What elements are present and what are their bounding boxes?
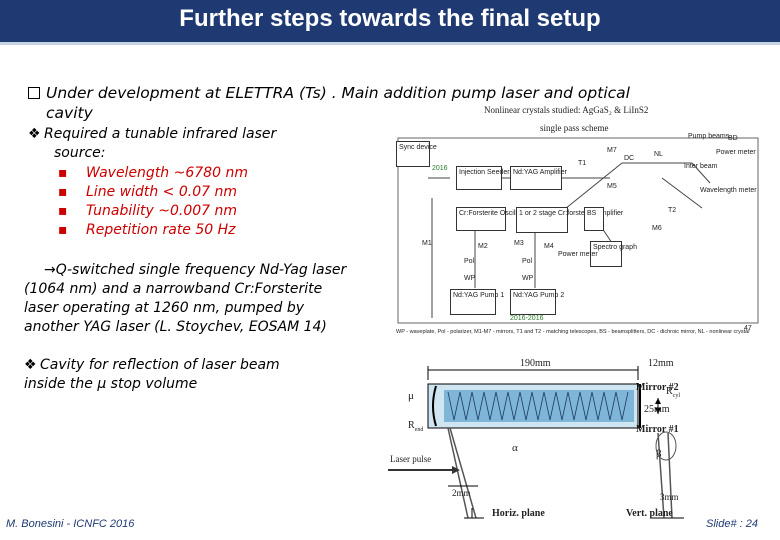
wavelength-meter-label: Wavelength meter	[700, 187, 757, 194]
ndyag-amplifier-box: Nd:YAG Amplifier	[510, 166, 567, 190]
laser-text-line: laser operating at 1260 nm, pumped by	[24, 300, 304, 316]
requirement-item: ▪Tunability ~0.007 nm	[58, 203, 238, 219]
main-bullet: Under development at ELETTRA (Ts) . Main…	[28, 84, 630, 102]
crf-oscillator-box: Cr:Forsterite Oscillator	[456, 207, 529, 231]
sub-bullet-1: ❖Required a tunable infrared laser	[28, 126, 277, 142]
power-meter-label: Power meter	[558, 251, 598, 258]
requirement-item: ▪Line width < 0.07 nm	[58, 184, 237, 200]
dim-3-label: 3mm	[660, 492, 679, 502]
laser-text-line: (1064 nm) and a narrowband Cr:Forsterite	[24, 281, 323, 297]
slide-title: Further steps towards the final setup	[179, 5, 601, 32]
laser-setup-figure: Nonlinear crystals studied: AgGaS₂ & LiI…	[392, 103, 766, 346]
sub-bullet-2-cont: inside the μ stop volume	[24, 376, 198, 392]
square-small-icon: ▪	[58, 203, 68, 219]
m3-label: M3	[514, 240, 524, 247]
rcyl-label: Rcyl	[666, 386, 681, 399]
pol-label: Pol	[464, 258, 475, 265]
pump-beams-label: Pump beams	[688, 133, 730, 140]
t2-label: T2	[668, 207, 677, 214]
horiz-plane-label: Horiz. plane	[492, 508, 545, 519]
footer-slide-number: Slide# : 24	[706, 518, 758, 530]
laser-text-line: another YAG laser (L. Stoychev, EOSAM 14…	[24, 319, 327, 335]
inter-beam-label: Inter beam	[684, 163, 718, 170]
requirement-item: ▪Wavelength ~6780 nm	[58, 165, 248, 181]
laser-text-line: →Q-switched single frequency Nd-Yag lase…	[44, 262, 347, 278]
sub-bullet-1-cont: source:	[54, 145, 106, 161]
dim-12-label: 12mm	[648, 358, 674, 369]
mirror2-label: Mirror #2	[636, 382, 679, 393]
m7-label: M7	[607, 147, 617, 154]
square-small-icon: ▪	[58, 222, 68, 238]
power-meter-right-label: Power meter	[716, 149, 756, 156]
m6-label: M6	[652, 225, 662, 232]
mirror1-label: Mirror #1	[636, 424, 679, 435]
dim-190-label: 190mm	[520, 358, 551, 369]
pol-label: Pol	[522, 258, 533, 265]
square-small-icon: ▪	[58, 165, 68, 181]
dim-25-label: 25mm	[644, 404, 670, 415]
m2-label: M2	[478, 243, 488, 250]
bs-box: BS	[584, 207, 604, 231]
footer-author: M. Bonesini - ICNFC 2016	[6, 518, 135, 530]
dc-label: DC	[624, 155, 635, 162]
cavity-schematic	[388, 366, 684, 519]
years-label: 2016-2016	[510, 315, 544, 322]
laser-pulse-label: Laser pulse	[390, 454, 432, 464]
diamond-bullet-icon: ❖	[28, 126, 41, 142]
spectrograph-box: Spectro graph	[590, 241, 637, 267]
sub-bullet-2: ❖Cavity for reflection of laser beam	[24, 357, 280, 373]
injection-seeder-box: Injection Seeder	[456, 166, 510, 190]
title-bar: Further steps towards the final setup	[0, 0, 780, 45]
sync-device-box: Sync device	[396, 141, 437, 167]
square-small-icon: ▪	[58, 184, 68, 200]
m1-label: M1	[422, 240, 432, 247]
cavity-figure: 190mm 12mm Mirror #2 Mirror #1 Rcyl 25mm…	[388, 358, 692, 526]
figure-page-number: 47	[744, 325, 752, 332]
beta-label: β	[656, 448, 662, 460]
square-bullet-icon	[28, 87, 40, 99]
wp-label: WP	[522, 275, 534, 282]
wp-label: WP	[464, 275, 476, 282]
m4-label: M4	[544, 243, 554, 250]
alpha-label: α	[512, 442, 518, 454]
bd-label: BD	[728, 135, 738, 142]
year-label: 2016	[432, 165, 448, 172]
figure-legend: WP - waveplate, Pol - polarizer, M1-M7 -…	[396, 329, 750, 335]
vert-plane-label: Vert. plane	[626, 508, 673, 519]
figure-caption-2: single pass scheme	[540, 123, 609, 133]
crf-amplifier-box: 1 or 2 stage Cr:forsterite Amplifier	[516, 207, 623, 233]
m5-label: M5	[607, 183, 617, 190]
main-bullet-cont: cavity	[46, 104, 93, 122]
mu-label: μ	[408, 390, 414, 402]
t1-label: T1	[578, 160, 587, 167]
rend-label: Rend	[408, 420, 424, 433]
figure-caption-1: Nonlinear crystals studied: AgGaS₂ & LiI…	[484, 105, 649, 115]
dim-2-label: 2mm	[452, 488, 471, 498]
pump2-box: Nd:YAG Pump 2	[510, 289, 564, 315]
diamond-bullet-icon: ❖	[24, 357, 37, 373]
pump1-box: Nd:YAG Pump 1	[450, 289, 504, 315]
nl-label: NL	[654, 151, 663, 158]
requirement-item: ▪Repetition rate 50 Hz	[58, 222, 236, 238]
